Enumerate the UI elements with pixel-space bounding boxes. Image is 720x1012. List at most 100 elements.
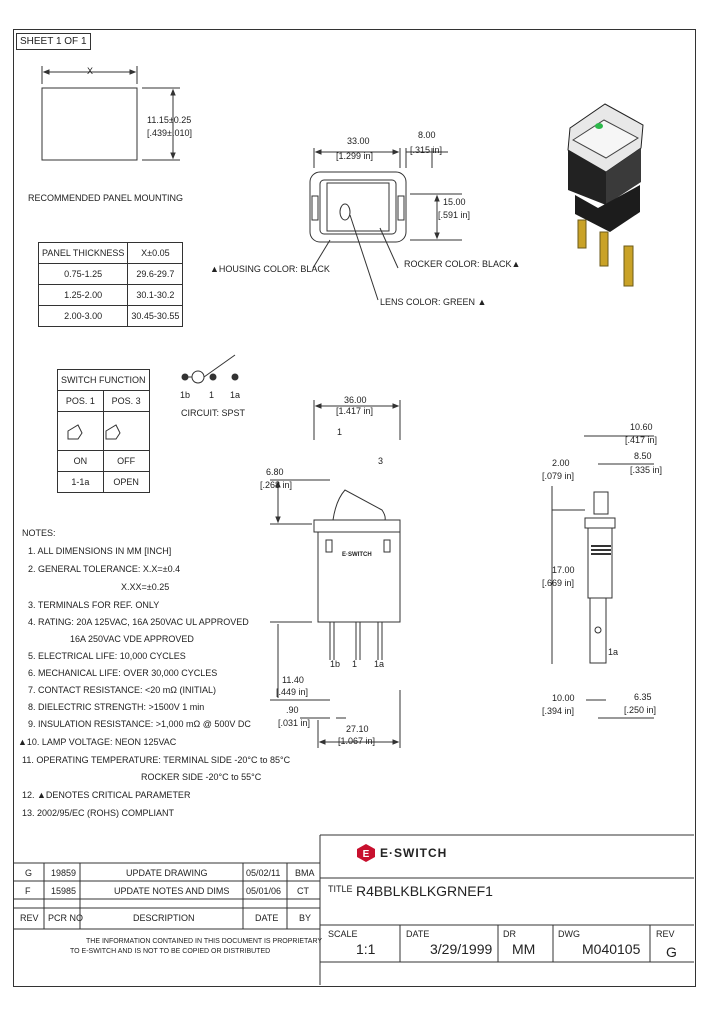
side-pos-left: 1 [337,427,343,437]
note-line: 1. ALL DIMENSIONS IN MM [INCH] [28,546,172,556]
side-body [317,532,401,623]
side-rocker [332,489,386,521]
pos3-circuit: OPEN [102,471,150,493]
rev-cell: 05/02/11 [246,868,281,878]
cutout-height-mm: 11.15±0.25 [147,115,192,125]
note-line: 3. TERMINALS FOR REF. ONLY [28,600,160,610]
front-width-in: [1.299 in] [336,151,374,161]
rev-label: REV [656,929,675,939]
scale-label: SCALE [328,929,358,939]
proprietary-line-1: THE INFORMATION CONTAINED IN THIS DOCUME… [86,938,323,945]
circuit-label: CIRCUIT: SPST [181,408,246,418]
pos1-label: POS. 1 [57,390,104,412]
drawing-frame [13,29,696,987]
note-line: 2. GENERAL TOLERANCE: X.X=±0.4 [28,564,181,574]
drawing-title: R4BBLKBLKGRNEF1 [356,883,493,899]
side-brand: E·SWITCH [342,552,372,558]
front-lens [339,203,351,221]
circuit-t3: 1a [230,390,241,400]
svg-text:E: E [363,849,370,860]
note-line: 11. OPERATING TEMPERATURE: TERMINAL SIDE… [22,755,291,765]
pos1-circuit: 1-1a [57,471,104,493]
note-line: 13. 2002/95/EC (ROHS) COMPLIANT [22,808,175,818]
rev-cell: CT [297,886,309,896]
note-line: 4. RATING: 20A 125VAC, 16A 250VAC UL APP… [28,617,249,627]
end-d1-in: [.417 in] [625,435,658,445]
rev-cell: UPDATE DRAWING [126,868,208,878]
side-bezel [313,519,401,533]
rocker-height-mm: 6.80 [266,467,284,477]
circuit-t1: 1b [180,390,191,400]
panel-header-thickness: PANEL THICKNESS [37,242,129,264]
side-term1: 1b [330,659,341,669]
side-term3: 1a [374,659,385,669]
rev-header: BY [299,913,312,923]
end-d4-in: [.669 in] [542,578,575,588]
rev-cell: UPDATE NOTES AND DIMS [114,886,230,896]
rocker-color-label: ROCKER COLOR: BLACK▲ [404,259,521,269]
term-height-mm: 11.40 [282,675,304,685]
lens-green-icon [595,123,603,129]
front-width-mm: 33.00 [347,136,370,146]
end-d4-mm: 17.00 [552,565,575,575]
date-value: 3/29/1999 [430,941,493,957]
logo-text: E·SWITCH [380,846,448,860]
front-height-mm: 15.00 [443,197,466,207]
note-line: 9. INSULATION RESISTANCE: >1,000 mΩ @ 50… [28,719,251,729]
circuit-t2: 1 [209,390,215,400]
body-width-in: [1.067 in] [338,736,376,746]
note-line: 5. ELECTRICAL LIFE: 10,000 CYCLES [28,651,186,661]
proprietary-line-2: TO E-SWITCH AND IS NOT TO BE COPIED OR D… [70,948,271,955]
rev-value: G [666,944,677,960]
panel-cell: 30.45-30.55 [127,305,184,327]
end-d6-mm: 6.35 [634,692,652,702]
rev-header: DATE [255,913,279,923]
date-label: DATE [406,929,430,939]
end-d3-in: [.079 in] [542,471,575,481]
cutout-height-in: [.439±.010] [147,128,192,138]
pos1-icon-cell [57,411,104,451]
panel-cell: 1.25-2.00 [37,284,129,306]
logo-hex-icon: E [357,844,375,862]
panel-cell: 29.6-29.7 [127,263,184,285]
rev-cell: 15985 [51,886,77,896]
note-line: 7. CONTACT RESISTANCE: <20 mΩ (INITIAL) [28,685,217,695]
side-width-in: [1.417 in] [336,406,374,416]
front-depth-mm: 8.00 [418,130,436,140]
side-term2: 1 [352,659,358,669]
pos3-label: POS. 3 [102,390,150,412]
end-d3-mm: 2.00 [552,458,570,468]
front-depth-in: [.315 in] [410,145,443,155]
lens-color-label: LENS COLOR: GREEN ▲ [380,297,487,307]
notes-heading: NOTES: [22,528,56,538]
end-term: 1a [608,647,619,657]
front-housing [309,171,407,243]
end-d2-mm: 8.50 [634,451,652,461]
thick-in: [.031 in] [278,718,311,728]
cutout-x-label: X [87,66,94,76]
dwg-value: M040105 [582,941,641,957]
end-d5-in: [.394 in] [542,706,575,716]
end-d1-mm: 10.60 [630,422,653,432]
note-line: ROCKER SIDE -20°C to 55°C [141,772,262,782]
side-pos-right: 3 [378,456,384,466]
pos3-icon-cell [102,411,150,451]
rev-cell: BMA [295,868,315,878]
title-label: TITLE [328,884,353,894]
rev-header: REV [20,913,39,923]
rev-header: DESCRIPTION [133,913,195,923]
rev-cell: 19859 [51,868,77,878]
rocker-height-in: [.268 in] [260,480,293,490]
switch-function-title: SWITCH FUNCTION [57,369,150,391]
rev-cell: 05/01/06 [246,886,282,896]
body-width-mm: 27.10 [346,724,369,734]
note-line: X.XX=±0.25 [121,582,170,592]
panel-header-x: X±0.05 [127,242,184,264]
